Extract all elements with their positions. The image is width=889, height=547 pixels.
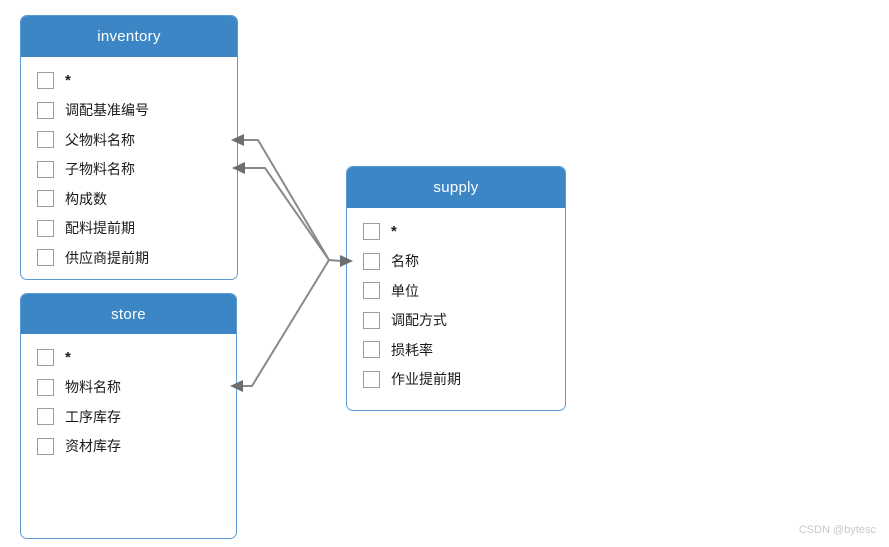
- field-row: 配料提前期: [21, 214, 237, 244]
- watermark: CSDN @bytesc: [798, 524, 876, 536]
- field-row: 父物料名称: [21, 125, 237, 155]
- entity-supply-fields: * 名称 单位 调配方式 损耗率 作业提前期: [347, 208, 565, 394]
- field-label: 作业提前期: [391, 371, 461, 388]
- entity-inventory[interactable]: inventory * 调配基准编号 父物料名称 子物料名称 构成数 配料提前期: [20, 15, 238, 280]
- entity-title: inventory: [97, 28, 161, 45]
- field-checkbox[interactable]: [363, 341, 380, 359]
- field-row: 调配方式: [347, 306, 565, 336]
- field-label: 供应商提前期: [65, 249, 149, 266]
- field-checkbox[interactable]: [37, 378, 54, 396]
- field-label: 构成数: [65, 190, 107, 207]
- field-row: 物料名称: [21, 373, 236, 403]
- field-row: *: [347, 217, 565, 247]
- field-label: *: [65, 72, 71, 90]
- field-row: 调配基准编号: [21, 96, 237, 126]
- field-checkbox[interactable]: [37, 72, 54, 90]
- field-checkbox[interactable]: [363, 223, 380, 241]
- field-checkbox[interactable]: [37, 160, 54, 178]
- entity-store-header[interactable]: store: [21, 294, 236, 334]
- field-row: 作业提前期: [347, 365, 565, 395]
- entity-title: store: [111, 305, 146, 323]
- field-checkbox[interactable]: [37, 408, 54, 426]
- relation-store-to-supply[interactable]: [230, 259, 330, 392]
- field-checkbox[interactable]: [37, 349, 54, 367]
- field-checkbox[interactable]: [363, 252, 380, 270]
- field-label: 单位: [391, 282, 419, 299]
- field-row: 名称: [347, 247, 565, 277]
- entity-inventory-header[interactable]: inventory: [21, 16, 237, 57]
- field-label: 名称: [391, 253, 419, 270]
- field-checkbox[interactable]: [37, 101, 54, 119]
- entity-title: supply: [433, 179, 479, 196]
- relation-inventory-parent-to-supply[interactable]: [231, 134, 330, 261]
- field-checkbox[interactable]: [37, 190, 54, 208]
- field-label: 损耗率: [391, 341, 433, 358]
- entity-store[interactable]: store * 物料名称 工序库存 资材库存: [20, 293, 237, 539]
- field-checkbox[interactable]: [37, 437, 54, 455]
- field-label: 资材库存: [65, 438, 121, 455]
- field-checkbox[interactable]: [37, 249, 54, 267]
- field-row: 工序库存: [21, 402, 236, 432]
- field-label: 配料提前期: [65, 220, 135, 237]
- field-row: 单位: [347, 276, 565, 306]
- field-row: 资材库存: [21, 432, 236, 462]
- field-label: 子物料名称: [65, 161, 135, 178]
- field-label: 工序库存: [65, 408, 121, 425]
- field-checkbox[interactable]: [363, 282, 380, 300]
- field-row: 子物料名称: [21, 155, 237, 185]
- field-label: 父物料名称: [65, 131, 135, 148]
- field-row: *: [21, 343, 236, 373]
- field-label: 物料名称: [65, 379, 121, 396]
- field-label: 调配方式: [391, 312, 447, 329]
- field-checkbox[interactable]: [363, 370, 380, 388]
- field-row: *: [21, 66, 237, 96]
- entity-supply[interactable]: supply * 名称 单位 调配方式 损耗率 作业提前期: [346, 166, 566, 411]
- field-checkbox[interactable]: [37, 131, 54, 149]
- field-row: 供应商提前期: [21, 243, 237, 273]
- entity-store-fields: * 物料名称 工序库存 资材库存: [21, 334, 236, 461]
- field-checkbox[interactable]: [363, 311, 380, 329]
- entity-supply-header[interactable]: supply: [347, 167, 565, 208]
- field-label: 调配基准编号: [65, 102, 149, 119]
- entity-inventory-fields: * 调配基准编号 父物料名称 子物料名称 构成数 配料提前期 供应商提前期: [21, 57, 237, 273]
- field-checkbox[interactable]: [37, 219, 54, 237]
- field-label: *: [391, 223, 397, 241]
- field-row: 构成数: [21, 184, 237, 214]
- field-row: 损耗率: [347, 335, 565, 365]
- field-label: *: [65, 349, 71, 367]
